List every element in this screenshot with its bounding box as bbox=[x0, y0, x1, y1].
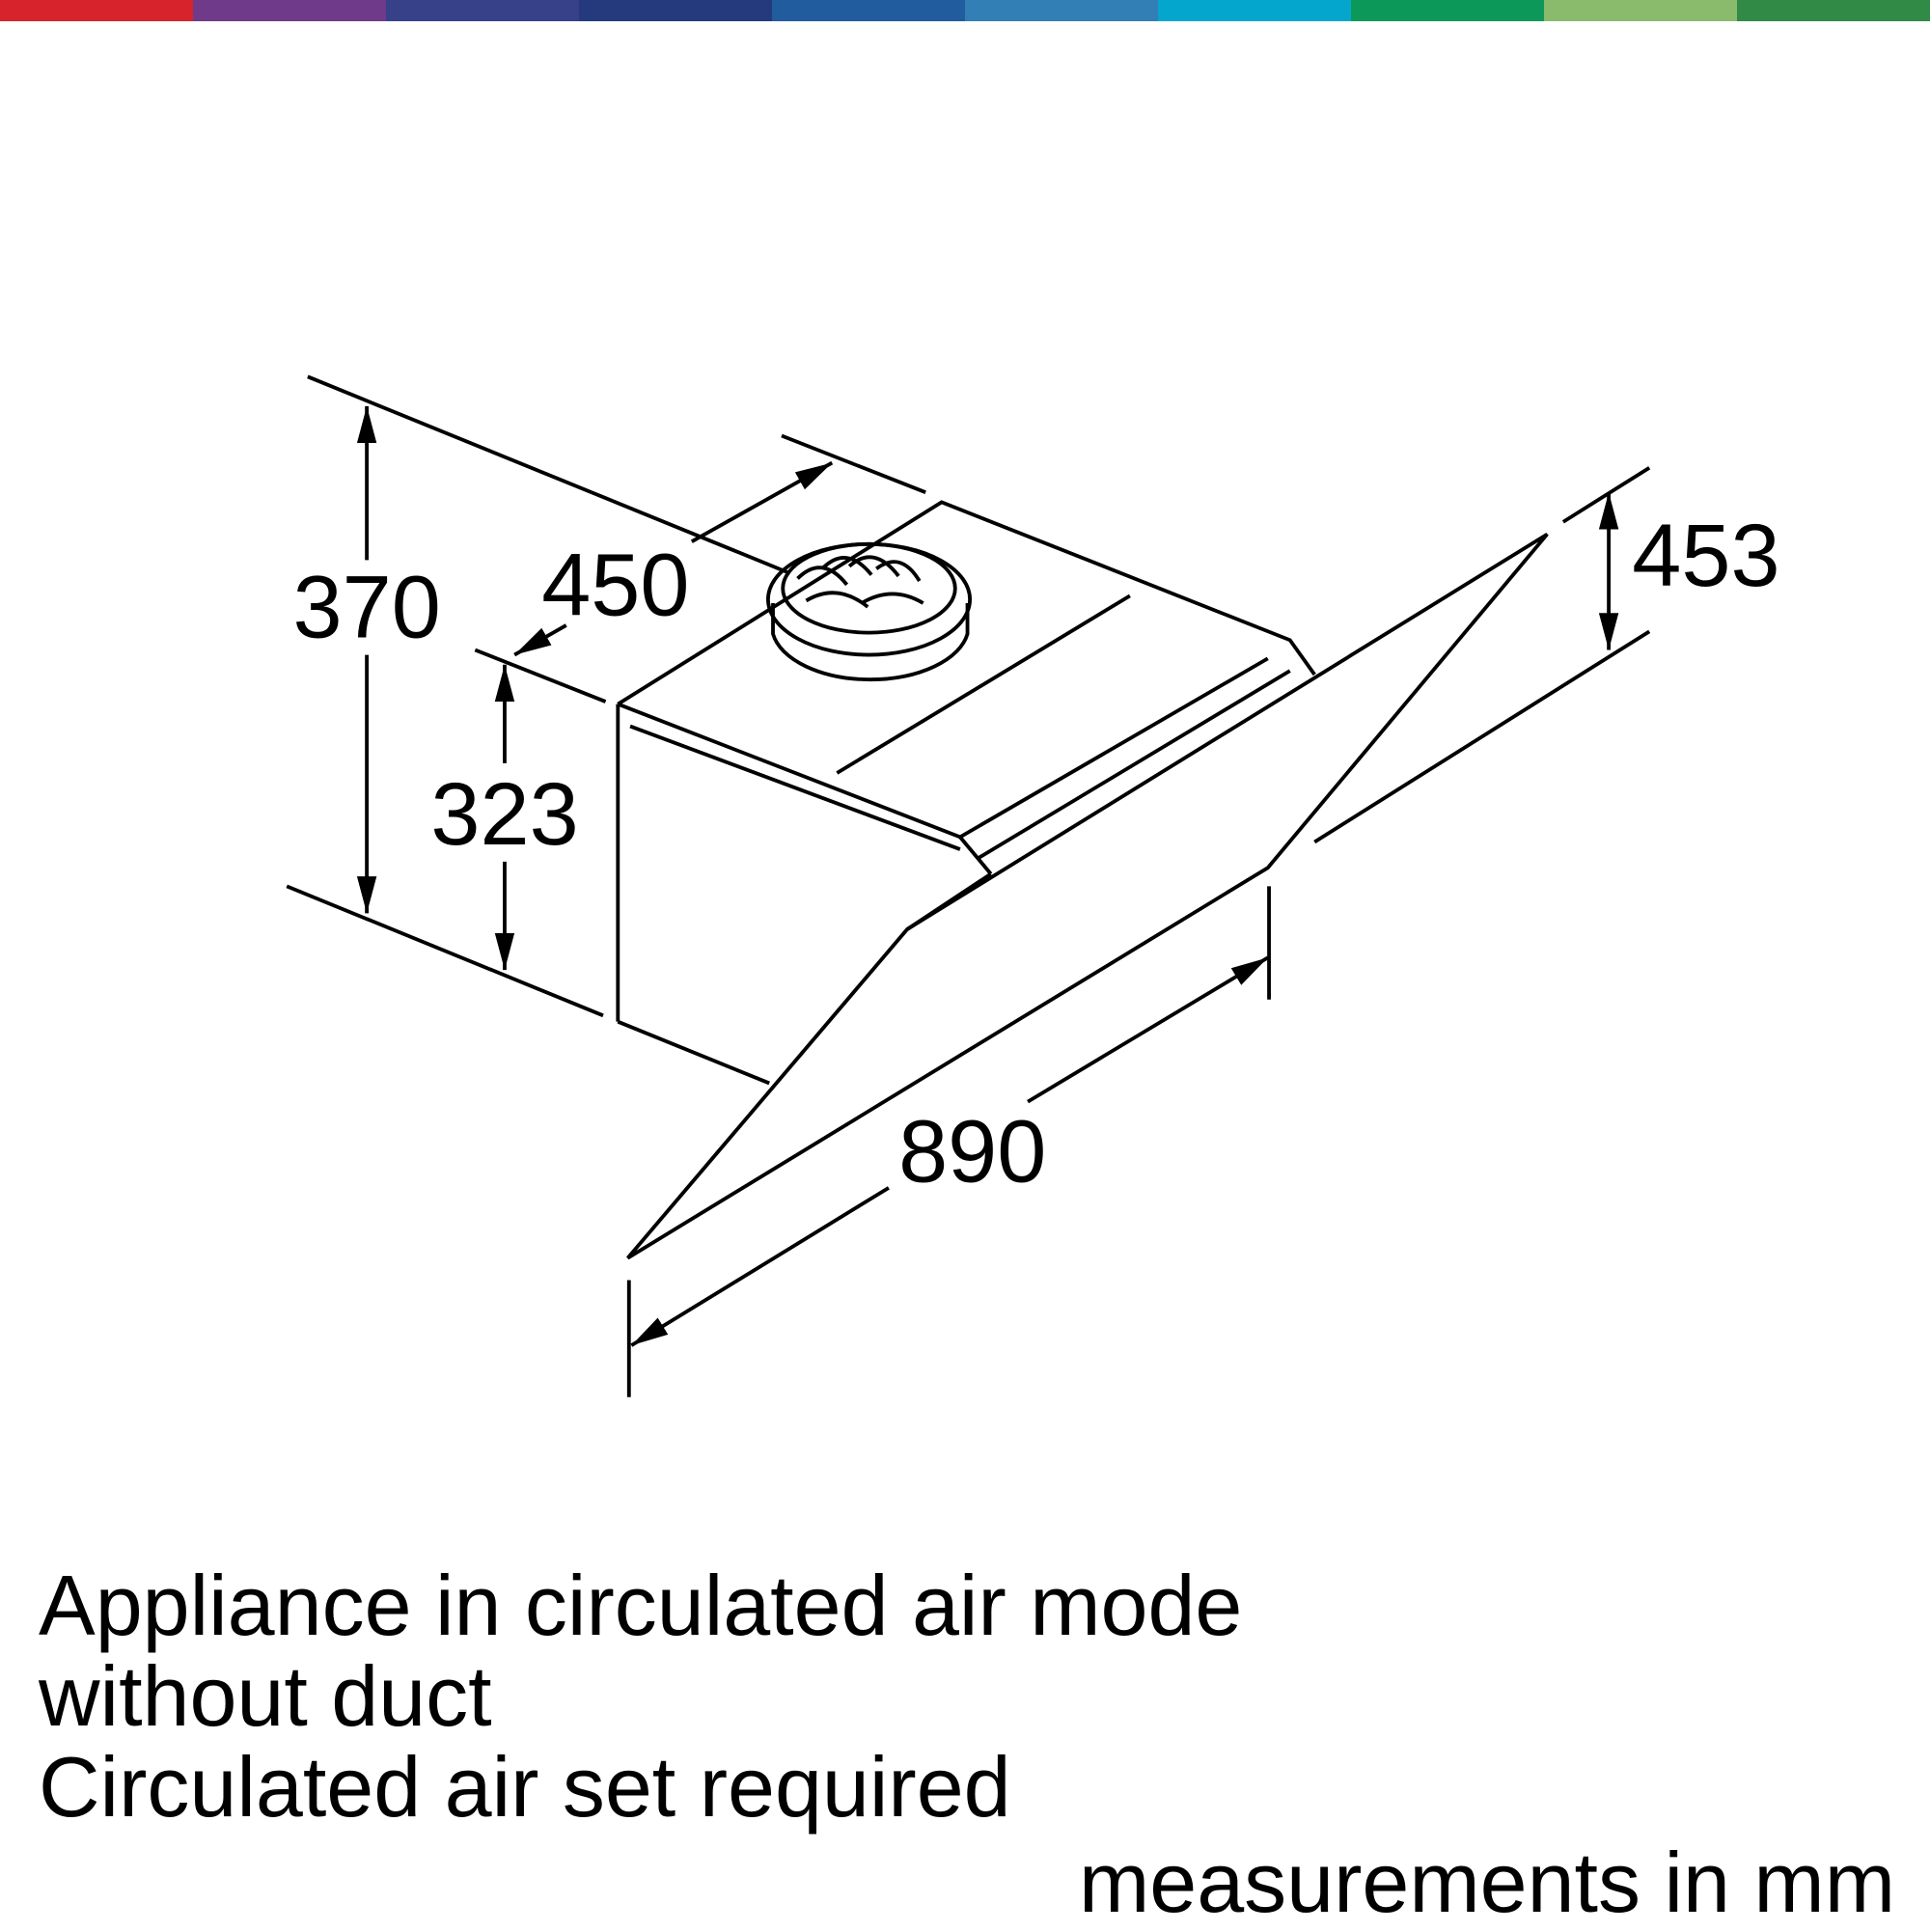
color-bar-segment bbox=[1351, 0, 1544, 21]
color-bar-segment bbox=[965, 0, 1158, 21]
color-bar-segment bbox=[772, 0, 965, 21]
color-bar-segment bbox=[386, 0, 579, 21]
caption-line-3: Circulated air set required bbox=[39, 1739, 1011, 1835]
color-bar-segment bbox=[193, 0, 386, 21]
color-bar-segment bbox=[1737, 0, 1930, 21]
color-bar-segment bbox=[579, 0, 772, 21]
color-bar bbox=[0, 0, 1930, 21]
fan-icon bbox=[766, 541, 973, 682]
dim-453: 453 bbox=[1632, 507, 1779, 605]
color-bar-segment bbox=[1158, 0, 1351, 21]
dimension-arrows bbox=[356, 405, 1619, 1347]
hood-outline bbox=[286, 374, 1651, 1397]
dim-370: 370 bbox=[293, 559, 441, 657]
color-bar-segment bbox=[0, 0, 193, 21]
dim-323: 323 bbox=[430, 765, 578, 864]
dim-450: 450 bbox=[541, 537, 689, 635]
caption-line-1: Appliance in circulated air mode bbox=[39, 1558, 1243, 1653]
color-bar-segment bbox=[1544, 0, 1737, 21]
dim-890: 890 bbox=[898, 1102, 1046, 1201]
units-label: measurements in mm bbox=[1078, 1835, 1895, 1930]
caption-line-2: without duct bbox=[39, 1648, 492, 1744]
